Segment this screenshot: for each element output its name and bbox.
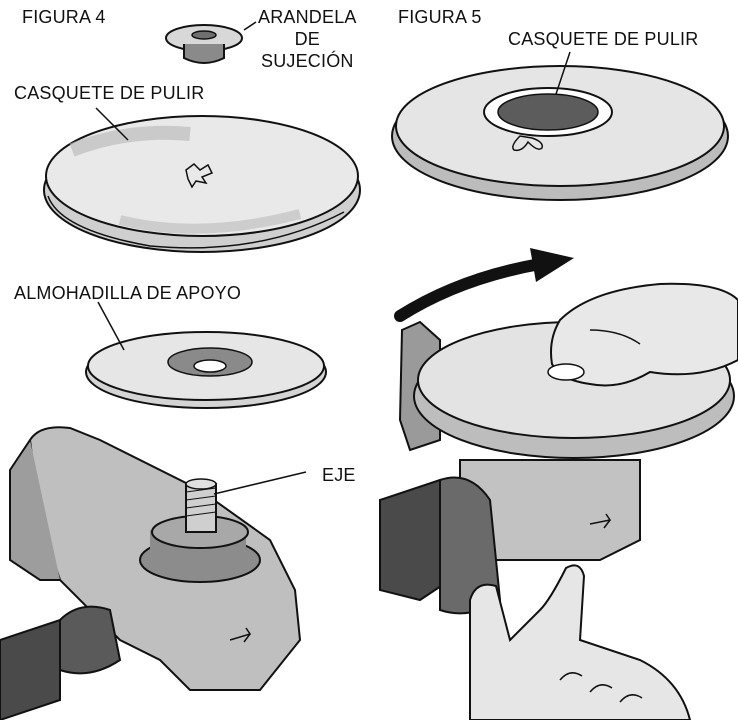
pad-leader-line [98,302,124,350]
polishing-bonnet-fig4 [44,116,360,252]
washer-leader-line [244,22,256,30]
polishing-bonnet-fig5 [392,66,728,200]
spindle-label: EJE [322,464,356,486]
rotation-arrow-icon [400,248,574,316]
washer-label-line-1: ARANDELA [258,6,357,28]
figure-5-title: FIGURA 5 [398,6,482,28]
hand-bottom [470,565,690,720]
washer-label-line-3: SUJECIÓN [258,50,357,72]
bonnet-label-fig5: CASQUETE DE PULIR [508,28,698,50]
spindle-leader-line [214,472,306,494]
washer-label-line-2: DE [258,28,357,50]
hand-top [548,284,738,386]
clamp-washer [166,25,242,63]
figure-4-title: FIGURA 4 [22,6,106,28]
grinder-body-fig4 [0,427,300,720]
bonnet-label-fig4: CASQUETE DE PULIR [14,82,204,104]
backing-pad [86,332,326,408]
backing-pad-label: ALMOHADILLA DE APOYO [14,282,241,304]
washer-label: ARANDELA DE SUJECIÓN [258,6,357,72]
